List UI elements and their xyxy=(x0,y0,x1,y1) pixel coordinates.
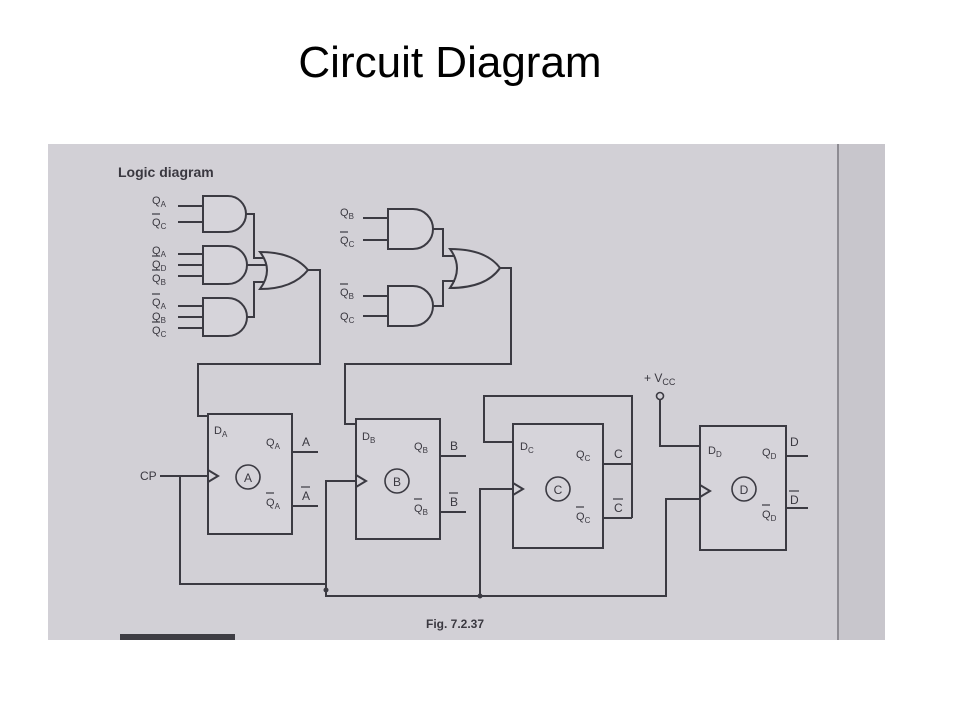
svg-text:QA: QA xyxy=(152,245,167,259)
ff-c-badge xyxy=(545,476,571,502)
ff-a-out: A xyxy=(302,435,310,449)
svg-text:QA: QA xyxy=(152,195,167,209)
ff-d-outputs xyxy=(786,455,808,509)
and-gate-1 xyxy=(202,195,247,233)
ff-a-outbar: A xyxy=(302,489,310,503)
logic-diagram-heading: Logic diagram xyxy=(118,164,214,180)
ff-c-feedback xyxy=(483,395,633,518)
ff-d-body xyxy=(699,425,787,551)
ff-d-clock-triangle xyxy=(699,484,712,498)
ff-c-body xyxy=(512,423,604,549)
flip-flop-c: C DC QC QC C C xyxy=(483,395,633,549)
vcc-label: + VCC xyxy=(644,371,676,387)
gate-group-b: QB QC QB QC xyxy=(340,207,512,425)
flip-flop-a: A DA QA QA A A xyxy=(207,413,318,535)
logic-diagram: Logic diagram QA QC QA QD QB QA QB QC xyxy=(48,144,885,640)
clock-in-c xyxy=(479,488,513,596)
or-gate-a xyxy=(257,250,310,291)
circuit-photo: Logic diagram QA QC QA QD QB QA QB QC xyxy=(48,144,885,640)
ff-d-badge xyxy=(731,476,757,502)
ff-c-d-label: DC xyxy=(520,441,534,455)
ff-b-name: B xyxy=(393,475,401,489)
gate-a-links xyxy=(246,213,266,318)
ff-b-out: B xyxy=(450,439,458,453)
ff-c-name: C xyxy=(554,483,563,497)
svg-text:QA: QA xyxy=(152,297,167,311)
ff-a-q-label: QA xyxy=(266,437,281,451)
gate-a-inputs xyxy=(178,205,203,329)
ff-c-outputs xyxy=(603,463,632,519)
ff-b-qbar-label: QB xyxy=(414,503,428,517)
ff-b-badge xyxy=(384,468,410,494)
book-page xyxy=(48,144,838,640)
ff-d-qbar-label: QD xyxy=(762,509,777,523)
page-tab xyxy=(120,634,235,640)
clock-bus: CP xyxy=(140,469,700,599)
ff-d-d-label: DD xyxy=(708,445,722,459)
ff-a-outputs xyxy=(292,451,318,507)
gate-b-links xyxy=(433,228,455,307)
flip-flop-d: D DD QD QD D D + VCC xyxy=(644,371,808,551)
clock-label: CP xyxy=(140,469,157,483)
ff-c-q-label: QC xyxy=(576,449,591,463)
and-gate-3 xyxy=(202,297,248,337)
ff-a-badge xyxy=(235,464,261,490)
ff-c-outbar: C xyxy=(614,501,623,515)
svg-text:QB: QB xyxy=(340,207,354,221)
gate-group-a: QA QC QA QD QB QA QB QC xyxy=(152,195,321,417)
ff-b-d-label: DB xyxy=(362,431,375,445)
and-gate-5 xyxy=(387,285,434,327)
wire-to-db xyxy=(344,267,512,425)
figure-caption: Fig. 7.2.37 xyxy=(426,617,484,631)
vcc-wire xyxy=(659,400,700,447)
ff-d-name: D xyxy=(740,483,749,497)
ff-d-q-label: QD xyxy=(762,447,777,461)
svg-text:QD: QD xyxy=(152,259,167,273)
ff-b-outputs xyxy=(440,455,466,513)
svg-text:QC: QC xyxy=(152,325,167,339)
gate-a-overbars xyxy=(152,213,160,323)
ff-b-outbar: B xyxy=(450,495,458,509)
svg-text:QC: QC xyxy=(340,311,355,325)
gate-b-inputs xyxy=(363,217,388,317)
ff-b-body xyxy=(355,418,441,540)
ff-c-clock-triangle xyxy=(512,482,525,496)
ff-c-qbar-label: QC xyxy=(576,511,591,525)
ff-b-clock-triangle xyxy=(355,474,368,488)
gate-b-overbars xyxy=(340,231,348,285)
or-gate-b xyxy=(448,247,502,290)
ff-a-qbar-label: QA xyxy=(266,497,281,511)
book-gutter xyxy=(838,144,885,640)
gate-b-input-labels: QB QC QB QC xyxy=(340,207,355,325)
slide-title: Circuit Diagram xyxy=(298,38,602,87)
clock-main xyxy=(179,476,700,597)
svg-text:QC: QC xyxy=(152,217,167,231)
wire-to-da xyxy=(197,269,321,417)
ff-d-outbar: D xyxy=(790,493,799,507)
svg-text:QC: QC xyxy=(340,235,355,249)
vcc-terminal xyxy=(655,391,665,401)
flip-flop-b: B DB QB QB B B xyxy=(355,418,466,540)
svg-text:QB: QB xyxy=(152,273,166,287)
ff-d-out: D xyxy=(790,435,799,449)
clock-in-b xyxy=(325,480,356,584)
ff-a-body xyxy=(207,413,293,535)
and-gate-4 xyxy=(387,208,434,250)
ff-b-q-label: QB xyxy=(414,441,428,455)
svg-text:QB: QB xyxy=(340,287,354,301)
ff-a-name: A xyxy=(244,471,252,485)
ff-c-out: C xyxy=(614,447,623,461)
svg-text:QB: QB xyxy=(152,311,166,325)
ff-a-d-label: DA xyxy=(214,425,228,439)
and-gate-2 xyxy=(202,245,248,285)
gate-a-input-labels: QA QC QA QD QB QA QB QC xyxy=(152,195,167,339)
ff-a-clock-triangle xyxy=(207,469,220,483)
